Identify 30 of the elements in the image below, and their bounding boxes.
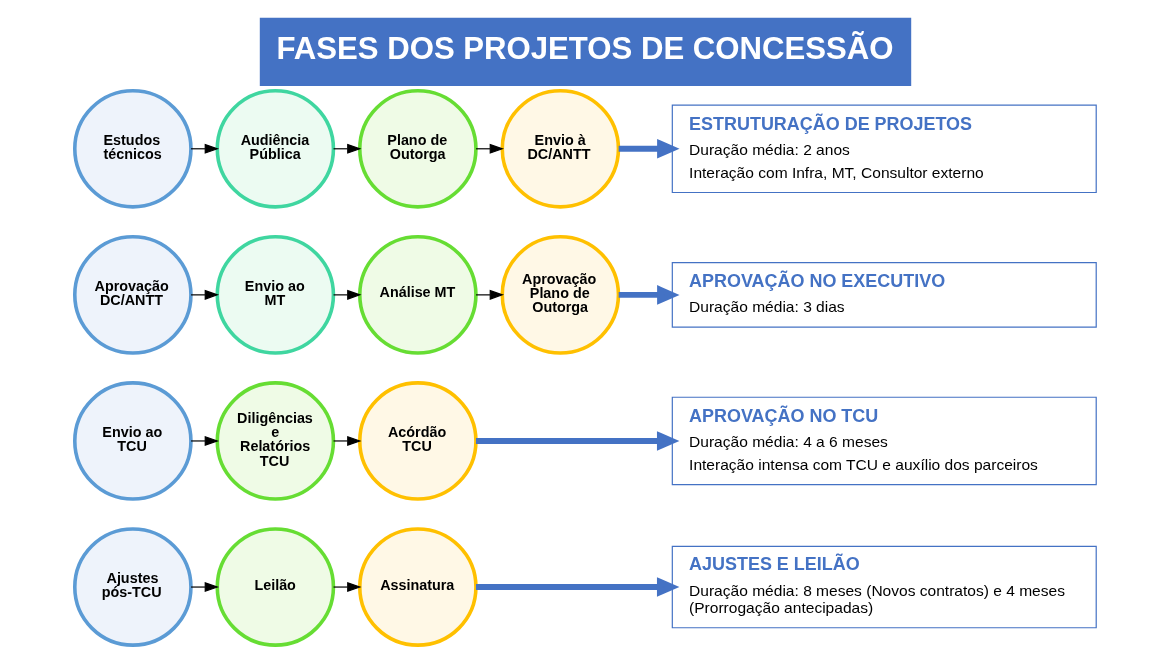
node-circle: Audiência Pública	[215, 88, 335, 209]
arrow	[474, 289, 504, 300]
arrow	[189, 435, 219, 446]
node-box: AJUSTES E LEILÃO Duração média: 8 meses (Novos contratos) e 4 meses (Prorrogação antecipadas)	[671, 545, 1097, 629]
node-box: APROVAÇÃO NO TCU Duração média: 4 a 6 meses Interação intensa com TCU e auxílio dos parceiros	[671, 396, 1097, 486]
node-box: APROVAÇÃO NO EXECUTIVO Duração média: 3 dias	[671, 261, 1097, 328]
node-circle: Envio ao MT	[215, 235, 335, 355]
node-circle: Análise MT	[357, 235, 478, 355]
node-circle: Plano de Outorga	[357, 88, 478, 209]
node-circle: Leilão	[215, 527, 335, 647]
node-circle: Aprovação DC/ANTT	[72, 235, 193, 355]
node-circle: Diligências e Relatórios TCU	[215, 381, 335, 501]
node-circle: Assinatura	[357, 527, 478, 647]
node-circle: Envio à DC/ANTT	[500, 88, 620, 209]
node-circle: Estudos técnicos	[72, 88, 193, 209]
node-circle: Ajustes pós-TCU	[72, 527, 193, 647]
arrow	[475, 431, 679, 451]
node-circle: Envio ao TCU	[72, 381, 193, 501]
arrow	[332, 289, 362, 300]
node-box: ESTRUTURAÇÃO DE PROJETOS Duração média: 2 anos Interação com Infra, MT, Consultor externo	[671, 104, 1097, 194]
node-circle: Acórdão TCU	[357, 381, 478, 501]
arrow	[475, 577, 679, 597]
node-circle: Aprovação Plano de Outorga	[500, 235, 620, 355]
arrow	[332, 582, 362, 593]
arrow	[618, 285, 680, 305]
arrow	[189, 582, 219, 593]
diagram-title: FASES DOS PROJETOS DE CONCESSÃO	[276, 30, 893, 66]
arrow	[332, 435, 362, 446]
arrow	[189, 289, 219, 300]
arrow	[618, 138, 680, 159]
